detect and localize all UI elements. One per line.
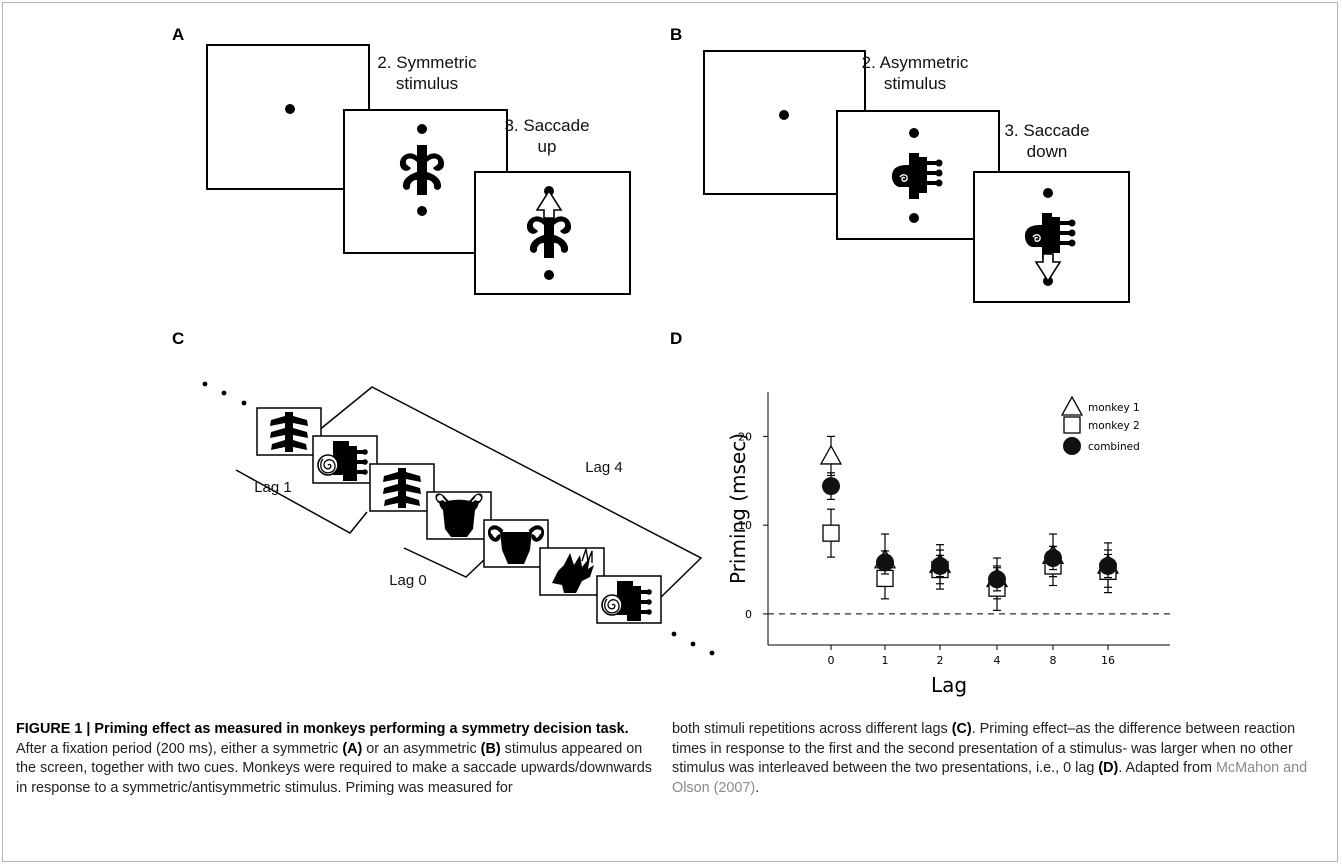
panel-a-step2-line2: stimulus bbox=[395, 74, 459, 93]
caption-text: stimulus appeared on the screen, togethe… bbox=[16, 740, 652, 796]
caption-ref-d: (D) bbox=[1098, 760, 1119, 777]
arrow-down-icon bbox=[1034, 253, 1062, 283]
citation-link[interactable]: McMahon and Olson (2007) bbox=[672, 760, 1308, 796]
panel-label-d: D bbox=[670, 329, 683, 348]
point-monkey-1 bbox=[819, 444, 843, 465]
panel-a-step2-label: 2. Symmetric stimulus bbox=[357, 52, 497, 94]
lag1-label: Lag 1 bbox=[254, 479, 292, 496]
lag4-bracket bbox=[317, 386, 703, 603]
legend-label-combined: combined bbox=[1088, 441, 1140, 453]
x-tick-label: 0 bbox=[828, 654, 835, 667]
legend-label-monkey-2: monkey 2 bbox=[1088, 420, 1140, 432]
caption-ref-a: (A) bbox=[342, 740, 363, 757]
panel-b-step2-label: 2. Asymmetric stimulus bbox=[840, 52, 990, 94]
x-tick-label: 2 bbox=[937, 654, 944, 667]
caption-left-column: FIGURE 1 | Priming effect as measured in… bbox=[16, 720, 653, 798]
x-tick-label: 4 bbox=[994, 654, 1001, 667]
panel-c-diagram bbox=[202, 381, 715, 656]
y-tick-label: 10 bbox=[738, 519, 752, 532]
caption-text: or an asymmetric bbox=[362, 740, 481, 757]
panel-label-a: A bbox=[172, 25, 185, 44]
lag0-bracket bbox=[403, 547, 487, 578]
panel-a-step2-line1: 2. Symmetric bbox=[377, 53, 477, 72]
panel-b-step3-line1: 3. Saccade bbox=[1004, 121, 1090, 140]
point-combined bbox=[1099, 556, 1117, 575]
caption-text: . bbox=[755, 779, 760, 796]
figure-caption: FIGURE 1 | Priming effect as measured in… bbox=[0, 720, 1342, 866]
caption-ref-b: (B) bbox=[480, 740, 501, 757]
caption-text: After a fixation period (200 ms), either… bbox=[16, 740, 343, 757]
y-tick-label: 0 bbox=[745, 608, 752, 621]
lag4-label: Lag 4 bbox=[585, 459, 623, 476]
caption-text: both stimuli repetitions across differen… bbox=[672, 721, 952, 737]
panel-b-step3-label: 3. Saccade down bbox=[987, 120, 1107, 162]
panel-label-b: B bbox=[670, 25, 683, 44]
point-monkey-2 bbox=[822, 524, 840, 542]
caption-text: . Adapted from bbox=[1118, 760, 1216, 777]
panel-a-step3-label: 3. Saccade up bbox=[487, 115, 607, 157]
panel-b-diagram bbox=[703, 50, 1130, 303]
caption-title: FIGURE 1 | Priming effect as measured in… bbox=[16, 721, 629, 737]
arrow-up-icon bbox=[535, 189, 563, 219]
stimulus-sequence bbox=[256, 407, 662, 624]
lag1-bracket bbox=[235, 469, 368, 534]
panel-b-step3-line2: down bbox=[1026, 142, 1068, 161]
panel-a-step3-line1: 3. Saccade bbox=[504, 116, 590, 135]
legend-marker-monkey-1 bbox=[1060, 395, 1084, 416]
point-combined bbox=[988, 570, 1006, 589]
panel-a-step3-line2: up bbox=[537, 137, 557, 156]
caption-ref-c: (C) bbox=[951, 721, 972, 737]
x-tick-label: 16 bbox=[1101, 654, 1115, 667]
point-combined bbox=[822, 477, 840, 496]
y-tick-label: 20 bbox=[738, 430, 752, 443]
legend-marker-monkey-2 bbox=[1063, 416, 1081, 434]
panel-label-c: C bbox=[172, 329, 185, 348]
caption-right-column: both stimuli repetitions across differen… bbox=[672, 720, 1312, 798]
lag0-label: Lag 0 bbox=[389, 572, 427, 589]
x-tick-label: 1 bbox=[882, 654, 889, 667]
point-combined bbox=[1044, 549, 1062, 568]
legend-label-monkey-1: monkey 1 bbox=[1088, 402, 1140, 414]
y-axis-label: Priming (msec) bbox=[726, 433, 750, 584]
x-tick-label: 8 bbox=[1050, 654, 1057, 667]
point-combined bbox=[876, 553, 894, 572]
fixation-screen-a bbox=[206, 44, 370, 190]
caption-text: . Priming effect–as the difference betwe… bbox=[672, 721, 1296, 777]
x-axis-label: Lag bbox=[931, 673, 967, 697]
point-combined bbox=[931, 556, 949, 575]
panel-b-step2-line1: 2. Asymmetric bbox=[861, 53, 969, 72]
panel-a-diagram bbox=[206, 44, 631, 295]
panel-b-step2-line2: stimulus bbox=[883, 74, 947, 93]
legend-marker-combined bbox=[1063, 437, 1081, 455]
